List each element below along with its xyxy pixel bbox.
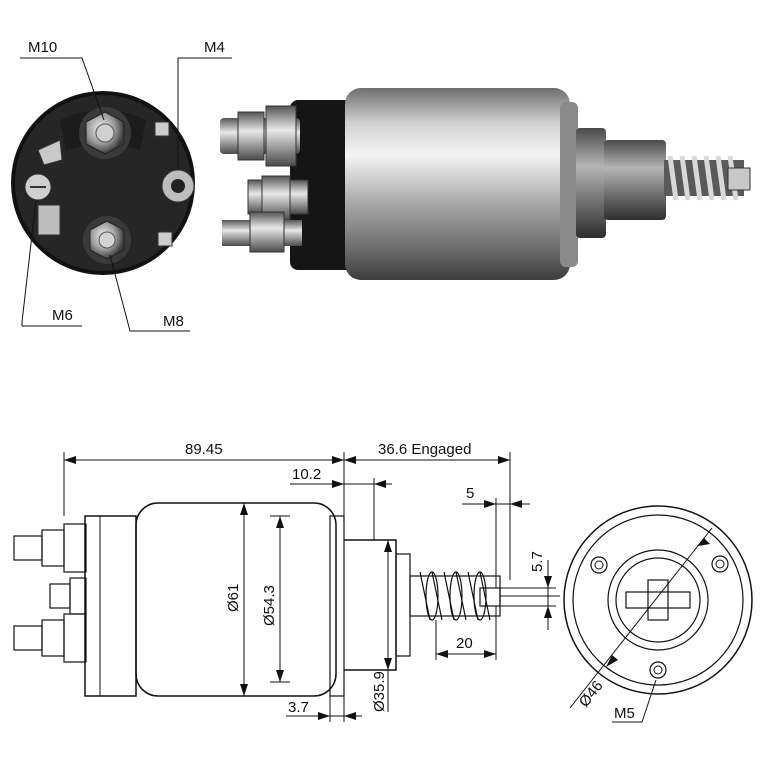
front-view-drawing: Ø46 M5 [563, 505, 753, 723]
dim-bolt-circle: Ø46 [576, 678, 607, 711]
mount-holes [590, 555, 729, 679]
leader-m8 [109, 254, 190, 332]
terminal-housing [290, 100, 360, 270]
dim-inner-dia: Ø54.3 [261, 585, 278, 626]
dim-body-dia: Ø61 [225, 584, 242, 612]
dim-stroke-5-7: 5.7 [529, 551, 546, 572]
dim-nose-dia: Ø35.9 [371, 671, 388, 712]
end-view-photo: M10 M4 M6 M8 [11, 39, 232, 332]
label-m8: M8 [163, 313, 184, 330]
leader-m6 [21, 199, 37, 326]
dim-overall-length: 89.45 [185, 441, 223, 458]
dim-spring-length: 20 [456, 635, 473, 652]
label-m10: M10 [28, 39, 57, 56]
nose-circle [607, 549, 709, 651]
bottom-bolt [222, 211, 302, 253]
m8-terminal [83, 216, 131, 264]
side-view-photo [220, 88, 751, 280]
dim-engaged-travel: 36.6 Engaged [378, 441, 471, 458]
label-m6: M6 [52, 307, 73, 324]
plunger-spring [664, 155, 751, 201]
spring-outline [419, 571, 491, 621]
m10-terminal [79, 107, 131, 159]
bolts-outline [13, 523, 87, 663]
m4-terminal [161, 169, 195, 203]
cap-outline [84, 515, 137, 697]
m6-terminal [24, 173, 61, 236]
dim-stroke-5: 5 [466, 485, 474, 502]
solenoid-nose [576, 128, 606, 238]
leader-m10 [20, 57, 105, 121]
solenoid-can [345, 88, 570, 280]
dim-flange-offset: 10.2 [292, 466, 321, 483]
can-outline [135, 502, 337, 697]
label-m4: M4 [204, 39, 225, 56]
leader-m5 [612, 679, 657, 723]
side-drawing: 89.45 36.6 Engaged 10.2 5 5.7 Ø61 [13, 441, 560, 722]
plunger-end [625, 591, 691, 609]
flange-circle [563, 505, 753, 695]
leader-m4 [177, 57, 232, 170]
label-m5: M5 [614, 705, 635, 722]
dim-flange-thk: 3.7 [288, 699, 309, 716]
top-bolt [220, 105, 300, 167]
dim-line-46 [569, 527, 713, 709]
